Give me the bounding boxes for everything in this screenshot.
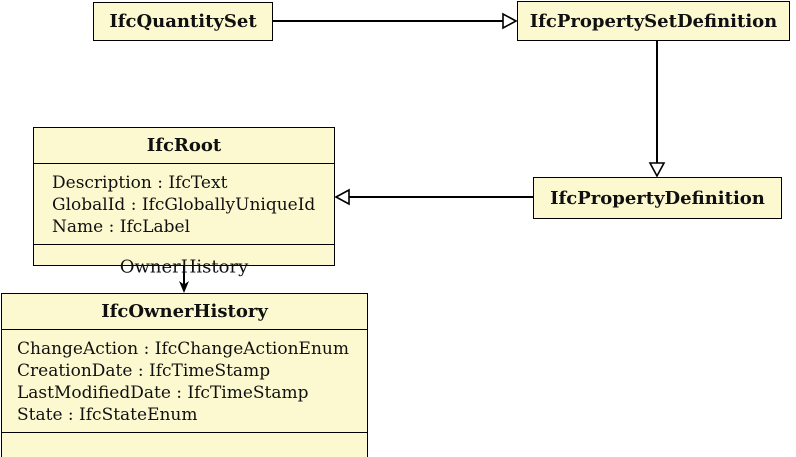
node-ifcownerhistory: IfcOwnerHistory ChangeAction : IfcChange…	[1, 293, 368, 457]
node-ifcroot: IfcRoot Description : IfcText GlobalId :…	[33, 127, 335, 266]
node-ifcpropertysetdefinition: IfcPropertySetDefinition	[517, 1, 790, 41]
node-title: IfcPropertyDefinition	[550, 187, 765, 209]
edge-association-root-to-ownerhistory	[179, 266, 189, 293]
operations-compartment-empty	[34, 244, 334, 265]
attributes-compartment: Description : IfcText GlobalId : IfcGlob…	[34, 163, 334, 244]
open-triangle-arrowhead-left-icon	[334, 188, 350, 206]
attribute-line: GlobalId : IfcGloballyUniqueId	[52, 195, 316, 215]
edge-generalization-propertydefinition-to-root	[334, 188, 533, 206]
attribute-line: State : IfcStateEnum	[17, 405, 198, 425]
node-title: IfcPropertySetDefinition	[529, 10, 778, 32]
open-triangle-arrowhead-right-icon	[502, 12, 518, 30]
node-title: IfcRoot	[146, 135, 222, 156]
node-title: IfcQuantitySet	[109, 11, 257, 32]
node-ifcquantityset: IfcQuantitySet	[93, 2, 273, 41]
edge-label-ownerhistory: OwnerHistory	[119, 256, 249, 278]
node-title: IfcOwnerHistory	[101, 301, 268, 322]
filled-arrowhead-down-icon	[179, 281, 189, 293]
edge-generalization-quantityset-to-propertysetdefinition	[273, 12, 518, 30]
attribute-line: LastModifiedDate : IfcTimeStamp	[17, 383, 309, 403]
attribute-line: Description : IfcText	[52, 173, 228, 193]
open-triangle-arrowhead-down-icon	[648, 162, 666, 178]
attribute-line: ChangeAction : IfcChangeActionEnum	[17, 339, 349, 359]
attribute-line: Name : IfcLabel	[52, 217, 191, 237]
attributes-compartment: ChangeAction : IfcChangeActionEnum Creat…	[2, 329, 367, 432]
edge-generalization-propertysetdefinition-to-propertydefinition	[648, 41, 666, 178]
operations-compartment-empty	[2, 432, 367, 457]
attribute-line: CreationDate : IfcTimeStamp	[17, 361, 271, 381]
node-ifcpropertydefinition: IfcPropertyDefinition	[533, 177, 782, 219]
